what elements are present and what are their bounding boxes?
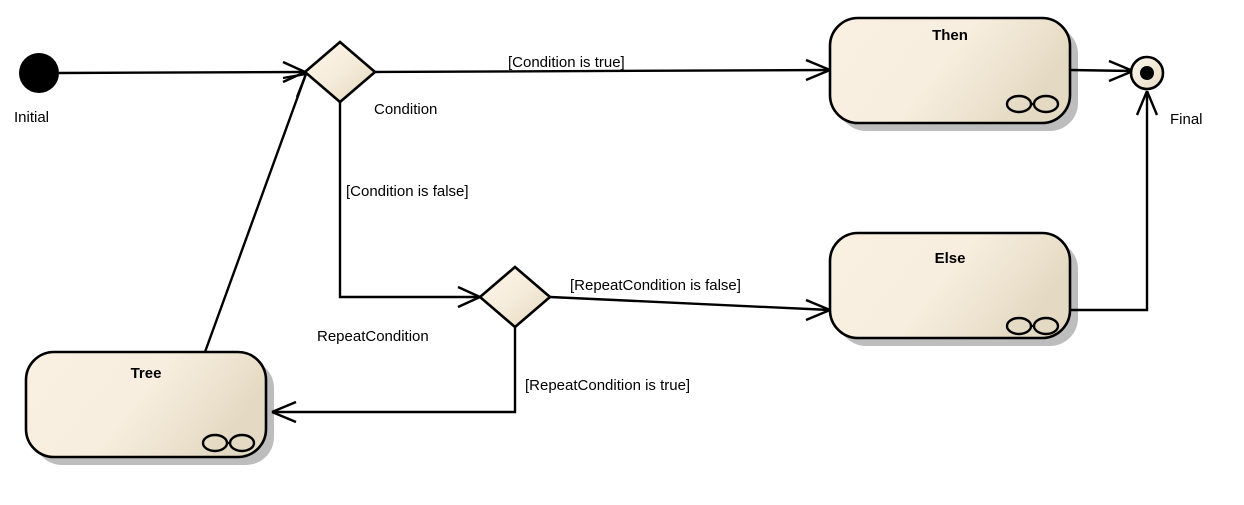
then-activity-box [828, 16, 1072, 125]
arrowhead [805, 58, 831, 82]
final-node-label: Final [1170, 111, 1203, 128]
edge-condition-false-to-repeatcondition[interactable]: [Condition is false] [338, 102, 481, 309]
edge-line [58, 70, 306, 75]
edge-line [1069, 68, 1134, 73]
node-else[interactable]: Else [828, 231, 1072, 340]
edges-layer: [Condition is true] [Condition is false]… [58, 54, 1159, 424]
node-initial[interactable]: Initial [14, 53, 59, 126]
final-node-dot [1140, 66, 1154, 80]
initial-node-circle [19, 53, 59, 93]
initial-node-label: Initial [14, 109, 49, 126]
edge-label-condition-true: [Condition is true] [508, 54, 625, 71]
arrowhead [457, 285, 481, 309]
else-activity-title: Else [935, 250, 966, 267]
node-repeat-condition[interactable]: RepeatCondition [317, 265, 552, 345]
tree-rake-icon [201, 433, 256, 453]
tree-activity-title: Tree [131, 365, 162, 382]
node-final[interactable]: Final [1129, 55, 1203, 128]
arrowhead [1108, 59, 1134, 83]
edge-repeatcondition-false-to-else[interactable]: [RepeatCondition is false] [549, 277, 831, 322]
arrowhead [271, 400, 297, 424]
condition-diamond [303, 40, 377, 104]
edge-label-repeatcondition-false: [RepeatCondition is false] [570, 277, 741, 294]
edge-line [272, 327, 517, 414]
node-tree[interactable]: Tree [24, 350, 268, 459]
else-rake-icon [1005, 316, 1060, 336]
edge-label-condition-false: [Condition is false] [346, 183, 469, 200]
then-rake-icon [1005, 94, 1060, 114]
edge-line [1070, 91, 1149, 312]
edge-repeatcondition-true-to-tree[interactable]: [RepeatCondition is true] [271, 327, 690, 424]
arrowhead [805, 298, 831, 322]
edge-tree-to-condition[interactable] [203, 72, 308, 353]
condition-label: Condition [374, 101, 437, 118]
node-condition[interactable]: Condition [303, 40, 437, 118]
edge-line [338, 102, 480, 299]
edge-condition-true-to-then[interactable]: [Condition is true] [374, 54, 831, 82]
arrowhead [282, 72, 308, 98]
edge-line [203, 73, 308, 353]
then-activity-title: Then [932, 27, 968, 44]
repeat-condition-diamond [478, 265, 552, 329]
node-then[interactable]: Then [828, 16, 1072, 125]
else-activity-box [828, 231, 1072, 340]
tree-activity-box [24, 350, 268, 459]
arrowhead [1135, 90, 1159, 116]
edge-then-to-final[interactable] [1069, 59, 1134, 83]
edge-label-repeatcondition-true: [RepeatCondition is true] [525, 377, 690, 394]
edge-else-to-final[interactable] [1070, 90, 1159, 312]
repeat-condition-label: RepeatCondition [317, 328, 429, 345]
edge-line [374, 68, 831, 74]
edge-initial-to-condition[interactable] [58, 60, 306, 84]
edge-line [549, 295, 831, 312]
